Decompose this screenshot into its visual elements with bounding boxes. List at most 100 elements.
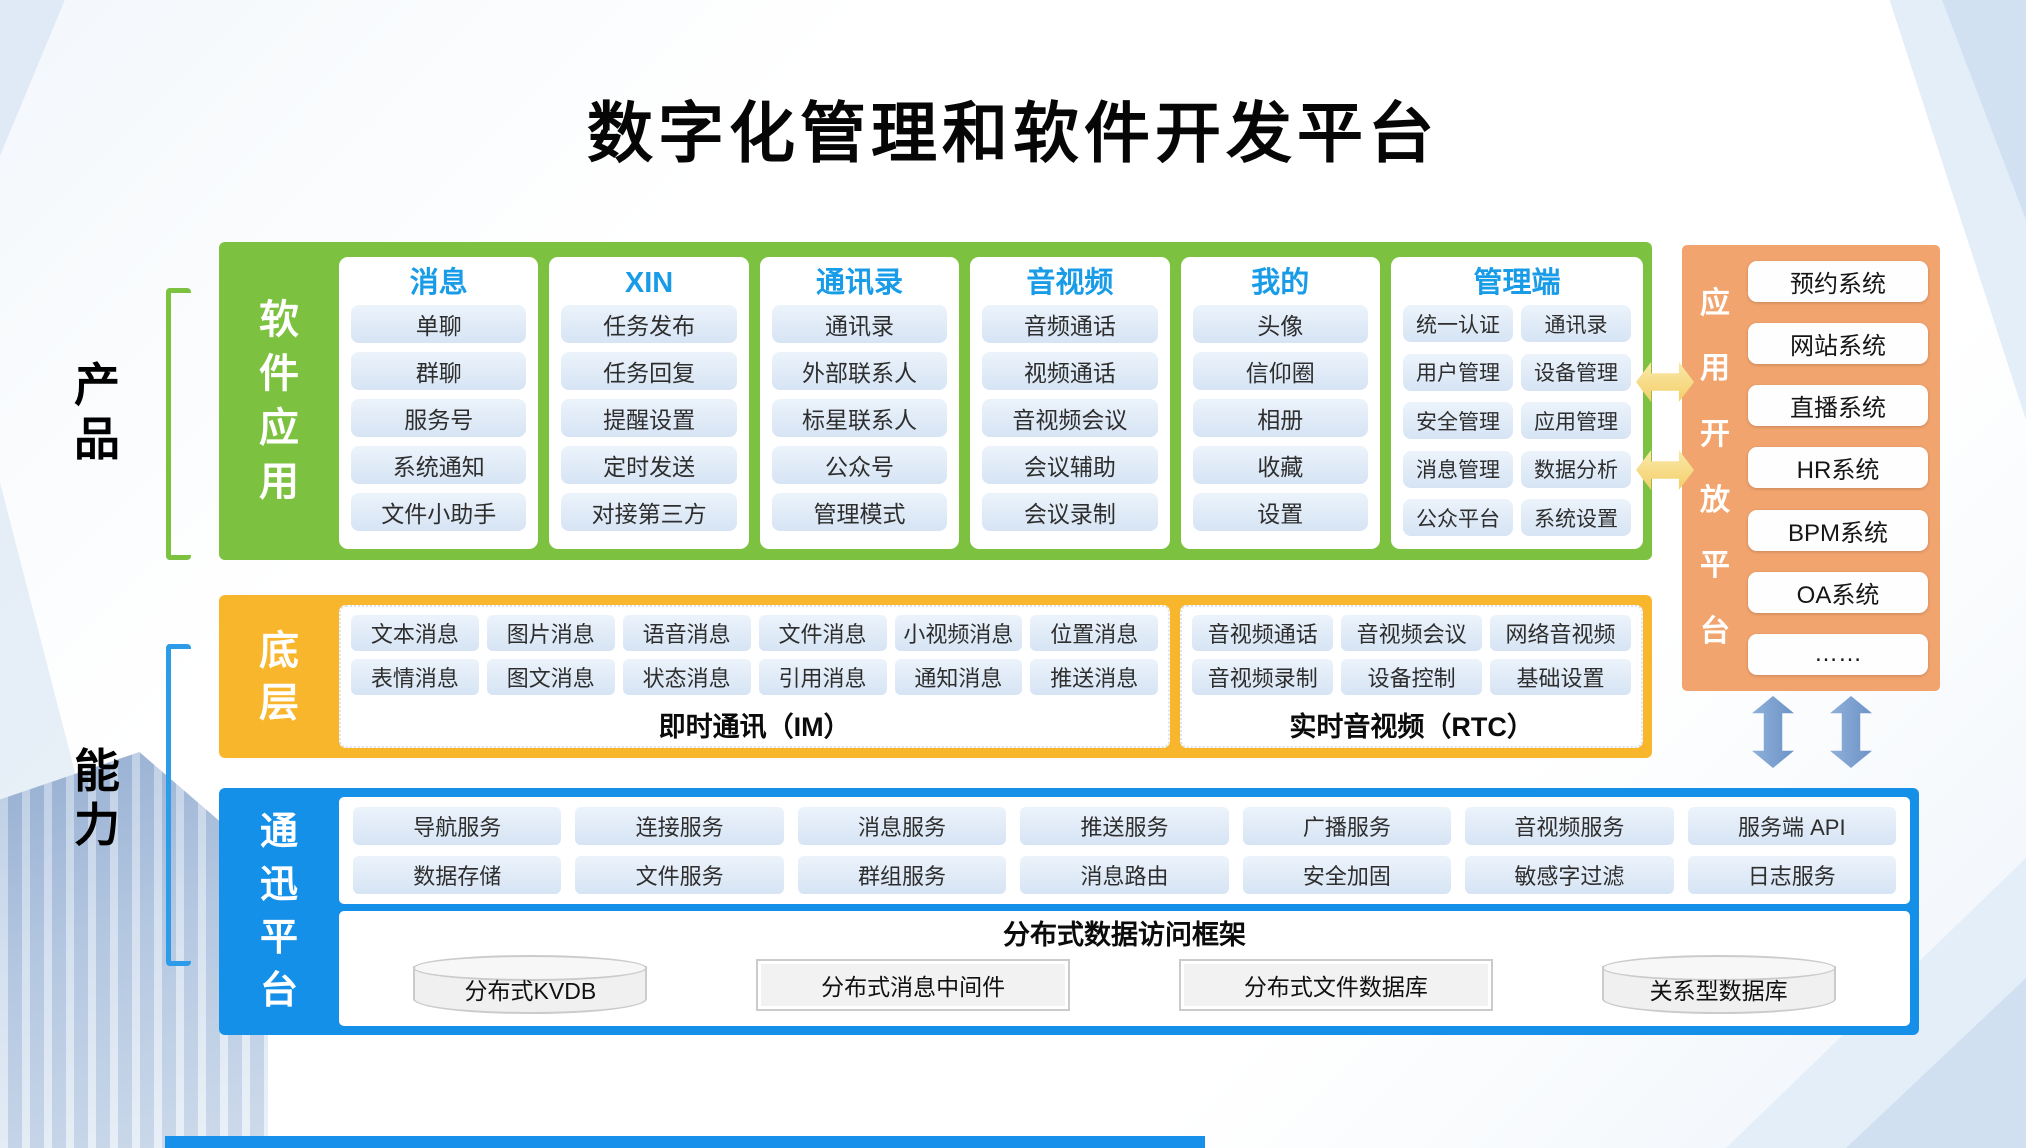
page-title: 数字化管理和软件开发平台 <box>587 96 1439 170</box>
app-column-messages: 消息 单聊群聊服务号系统通知文件小助手 <box>339 257 539 549</box>
app-feature-chip: 服务号 <box>351 399 527 437</box>
app-feature-chip: 定时发送 <box>561 446 737 484</box>
vertical-label-char: 品 <box>74 413 120 465</box>
app-feature-chip: 消息管理 <box>1402 450 1513 488</box>
external-system-item: HR系统 <box>1748 447 1928 489</box>
vertical-label-char: 通 <box>259 811 298 853</box>
app-feature-chip: 任务发布 <box>561 305 737 343</box>
blue-double-arrow-icon <box>1752 696 1794 768</box>
service-chip: 安全加固 <box>1242 856 1452 894</box>
im-message-chip: 语音消息 <box>622 615 751 651</box>
rtc-feature-chip: 基础设置 <box>1490 659 1631 695</box>
app-feature-chip: 通讯录 <box>771 305 948 343</box>
blue-double-arrow-icon <box>1830 696 1872 768</box>
external-system-item: 网站系统 <box>1748 323 1928 365</box>
database-label: 分布式KVDB <box>464 977 597 1004</box>
service-chip: 推送服务 <box>1020 807 1229 845</box>
app-feature-chip: 通讯录 <box>1520 305 1631 342</box>
app-feature-chip: 相册 <box>1192 399 1368 437</box>
im-message-chip: 状态消息 <box>622 659 751 695</box>
vertical-label-char: 层 <box>259 680 299 725</box>
app-feature-chip: 群聊 <box>351 352 527 390</box>
vertical-label-char: 件 <box>259 352 299 396</box>
bottom-accent-bar <box>165 1136 1205 1148</box>
database-box: 分布式消息中间件 <box>756 958 1071 1011</box>
app-feature-chip: 系统设置 <box>1520 499 1631 537</box>
column-header: XIN <box>624 267 674 299</box>
product-bracket <box>166 288 191 560</box>
im-message-chip: 推送消息 <box>1030 659 1159 695</box>
service-card: 导航服务连接服务消息服务推送服务广播服务音视频服务服务端 API 数据存储文件服… <box>339 797 1910 904</box>
app-feature-chip: 设置 <box>1192 493 1368 531</box>
im-caption: 即时通讯（IM） <box>658 712 851 742</box>
vertical-label-char: 用 <box>259 460 299 504</box>
column-header: 音视频 <box>1026 267 1114 299</box>
app-feature-chip: 任务回复 <box>561 352 737 390</box>
vertical-label-char: 底 <box>259 628 299 673</box>
rtc-feature-chip: 音视频通话 <box>1192 615 1334 651</box>
external-system-item: 预约系统 <box>1748 261 1928 302</box>
column-header: 我的 <box>1251 267 1310 299</box>
app-feature-chip: 用户管理 <box>1402 353 1513 391</box>
app-feature-chip: 数据分析 <box>1520 450 1631 488</box>
base-layer-content: 文本消息图片消息语音消息文件消息小视频消息位置消息 表情消息图文消息状态消息引用… <box>339 595 1652 758</box>
database-cylinder: 关系型数据库 <box>1601 954 1836 1014</box>
external-system-item: …… <box>1748 633 1928 675</box>
app-feature-chip: 标星联系人 <box>771 399 948 437</box>
app-feature-chip: 公众号 <box>771 446 948 484</box>
service-chip: 消息服务 <box>797 807 1007 845</box>
app-feature-chip: 外部联系人 <box>771 352 948 390</box>
vertical-label-char: 平 <box>1700 549 1730 583</box>
im-message-chip: 通知消息 <box>894 659 1023 695</box>
vertical-label-char: 放 <box>1700 483 1730 517</box>
column-header: 管理端 <box>1473 267 1561 299</box>
app-feature-chip: 提醒设置 <box>561 399 737 437</box>
service-chip: 广播服务 <box>1242 807 1452 845</box>
app-feature-chip: 收藏 <box>1192 446 1368 484</box>
rtc-caption: 实时音视频（RTC） <box>1289 712 1534 742</box>
base-layer-label: 底层 <box>219 595 339 758</box>
app-feature-chip: 会议辅助 <box>982 446 1158 484</box>
base-capability-section: 底层 文本消息图片消息语音消息文件消息小视频消息位置消息 表情消息图文消息状态消… <box>219 595 1652 758</box>
vertical-label-char: 力 <box>74 799 120 851</box>
external-system-item: 直播系统 <box>1748 385 1928 427</box>
external-system-item: BPM系统 <box>1748 509 1928 551</box>
vertical-label-char: 软 <box>259 298 299 342</box>
im-message-chip: 引用消息 <box>758 659 887 695</box>
im-message-chip: 文件消息 <box>758 615 887 651</box>
service-chip: 连接服务 <box>575 807 784 845</box>
service-chip: 音视频服务 <box>1465 807 1674 845</box>
service-chip: 群组服务 <box>797 856 1007 894</box>
datastore-row: 分布式KVDB 分布式消息中间件 分布式文件数据库 关系型数据库 <box>359 954 1890 1014</box>
software-application-section: 软件应用 消息 单聊群聊服务号系统通知文件小助手 XIN 任务发布任务回复提醒设… <box>219 242 1652 560</box>
capability-bracket <box>166 644 191 966</box>
communication-platform-content: 导航服务连接服务消息服务推送服务广播服务音视频服务服务端 API 数据存储文件服… <box>339 788 1919 1035</box>
im-message-chip: 图片消息 <box>486 615 615 651</box>
app-feature-chip: 公众平台 <box>1402 499 1513 537</box>
rtc-feature-chip: 音视频录制 <box>1192 659 1334 695</box>
im-message-chip: 文本消息 <box>351 615 479 651</box>
app-column-admin: 管理端 统一认证通讯录用户管理设备管理安全管理应用管理消息管理数据分析公众平台系… <box>1390 257 1643 549</box>
app-feature-chip: 音频通话 <box>982 305 1158 343</box>
vertical-label-char: 产 <box>74 359 120 411</box>
service-row-2: 数据存储文件服务群组服务消息路由安全加固敏感字过滤日志服务 <box>353 856 1896 894</box>
app-feature-chip: 视频通话 <box>982 352 1158 390</box>
vertical-label-char: 迅 <box>259 864 298 906</box>
database-box: 分布式文件数据库 <box>1178 958 1493 1011</box>
software-application-label: 软件应用 <box>219 242 339 560</box>
im-card: 文本消息图片消息语音消息文件消息小视频消息位置消息 表情消息图文消息状态消息引用… <box>339 605 1171 748</box>
app-feature-chip: 文件小助手 <box>351 493 527 531</box>
app-column-av: 音视频 音频通话视频通话音视频会议会议辅助会议录制 <box>970 257 1170 549</box>
app-feature-chip: 设备管理 <box>1520 353 1631 391</box>
database-label: 分布式文件数据库 <box>1243 973 1428 1000</box>
vertical-label-char: 应 <box>259 406 299 450</box>
im-message-chip: 表情消息 <box>351 659 479 695</box>
app-feature-chip: 系统通知 <box>351 446 527 484</box>
database-label: 分布式消息中间件 <box>821 973 1006 1000</box>
service-chip: 服务端 API <box>1687 807 1896 845</box>
communication-platform-section: 通迅平台 导航服务连接服务消息服务推送服务广播服务音视频服务服务端 API 数据… <box>219 788 1919 1035</box>
rtc-card: 音视频通话音视频会议网络音视频 音视频录制设备控制基础设置 实时音视频（RTC） <box>1180 605 1643 748</box>
service-chip: 导航服务 <box>353 807 562 845</box>
